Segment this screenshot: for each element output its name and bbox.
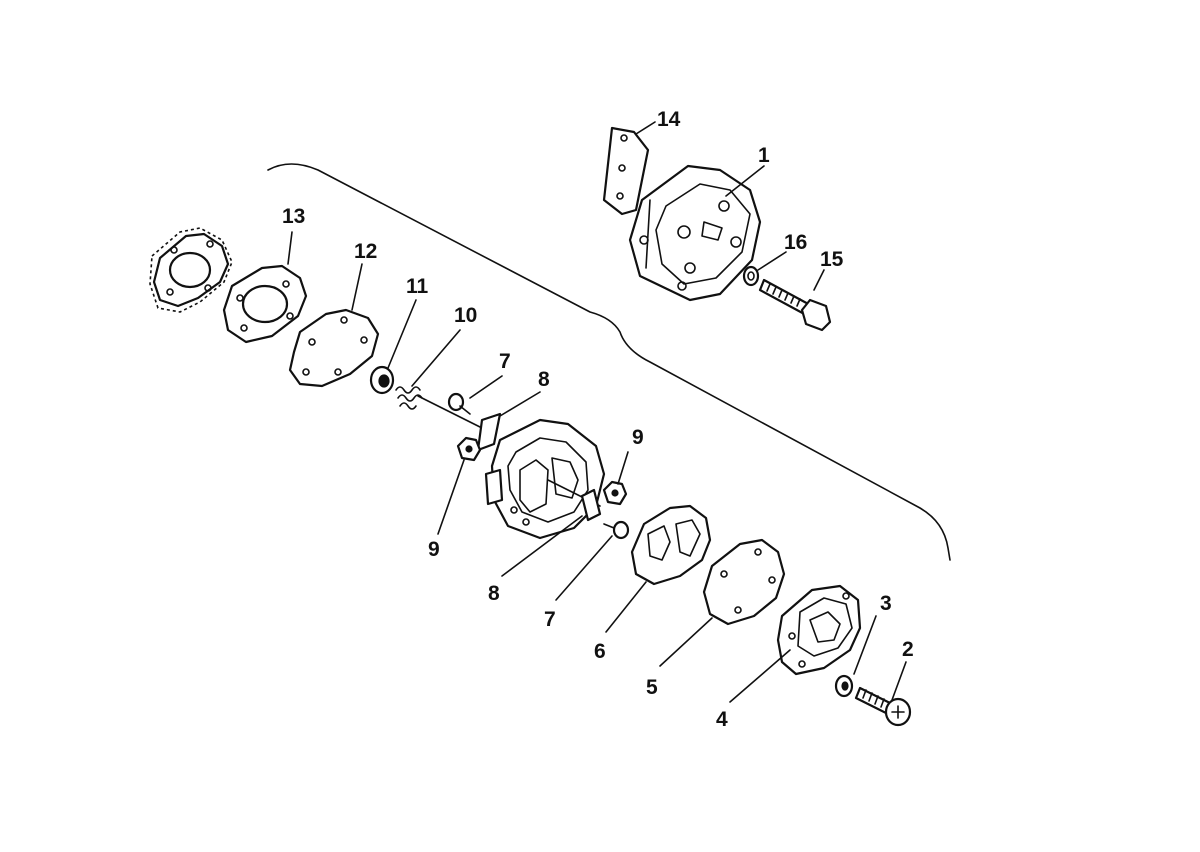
group-bracket [267, 163, 951, 561]
part-8-clip-lower [580, 488, 602, 522]
callout-2: 2 [902, 638, 914, 661]
part-10-spring [395, 386, 491, 433]
part-4-cover [776, 584, 862, 676]
callout-16: 16 [784, 231, 807, 254]
part-3-lock-washer [834, 674, 854, 698]
callout-8-lower: 8 [488, 582, 500, 605]
callout-3: 3 [880, 592, 892, 615]
callout-6: 6 [594, 640, 606, 663]
callout-12: 12 [354, 240, 377, 263]
part-8-clip-upper [476, 412, 502, 452]
callout-7-lower: 7 [544, 608, 556, 631]
part-5-diaphragm [702, 538, 786, 626]
part-15-bolt [758, 278, 832, 332]
callout-10: 10 [454, 304, 477, 327]
callout-1: 1 [758, 144, 770, 167]
callout-labels: 14 1 16 15 13 12 11 10 7 8 9 9 8 7 6 5 4… [282, 108, 914, 731]
part-7-screw-upper [447, 392, 471, 415]
callout-8-upper: 8 [538, 368, 550, 391]
part-1-fuel-pump-assembly [628, 164, 762, 302]
callout-9-right: 9 [632, 426, 644, 449]
callout-4: 4 [716, 708, 728, 731]
callout-7-upper: 7 [499, 350, 511, 373]
callout-15: 15 [820, 248, 844, 271]
callout-9-left: 9 [428, 538, 440, 561]
callout-14: 14 [657, 108, 681, 131]
part-6-gasket [630, 504, 712, 586]
callout-13: 13 [282, 205, 305, 228]
part-16-washer [742, 265, 760, 287]
part-14-gasket [602, 126, 650, 216]
part-12-plate [288, 308, 380, 388]
part-9-nut-right [602, 480, 628, 506]
callout-5: 5 [646, 676, 658, 699]
part-2-screw [854, 686, 912, 727]
part-9-nut-left [456, 436, 482, 462]
leader-lines [287, 121, 907, 703]
part-7-screw-lower [603, 520, 630, 540]
part-13-gasket [222, 264, 308, 344]
reference-mounting-flange [149, 227, 233, 313]
pump-body [484, 418, 606, 540]
part-11-cap [369, 365, 395, 395]
callout-11: 11 [406, 275, 429, 298]
